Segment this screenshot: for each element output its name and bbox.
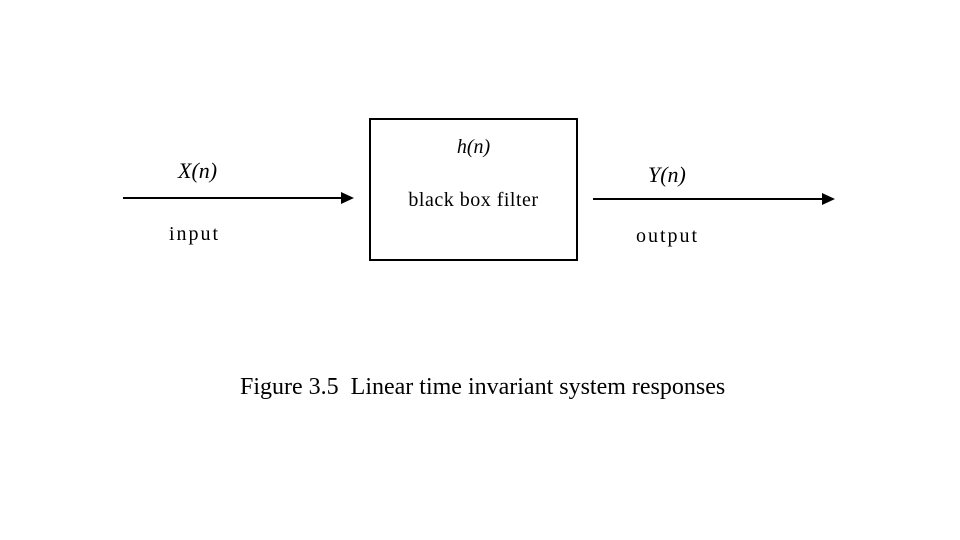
input-arrow-head-icon xyxy=(341,192,354,204)
figure-caption: Figure 3.5 Linear time invariant system … xyxy=(240,374,726,400)
input-port-label: input xyxy=(169,223,221,245)
impulse-response-label: h(n) xyxy=(456,136,491,158)
output-signal-label: Y(n) xyxy=(648,162,686,187)
filter-box-name: black box filter xyxy=(408,189,539,211)
input-signal-label: X(n) xyxy=(178,158,218,183)
output-arrow-head-icon xyxy=(822,193,835,205)
input-arrow-line xyxy=(123,197,342,199)
filter-box: h(n) black box filter xyxy=(369,118,578,261)
output-arrow-line xyxy=(593,198,823,200)
output-port-label: output xyxy=(636,225,700,247)
